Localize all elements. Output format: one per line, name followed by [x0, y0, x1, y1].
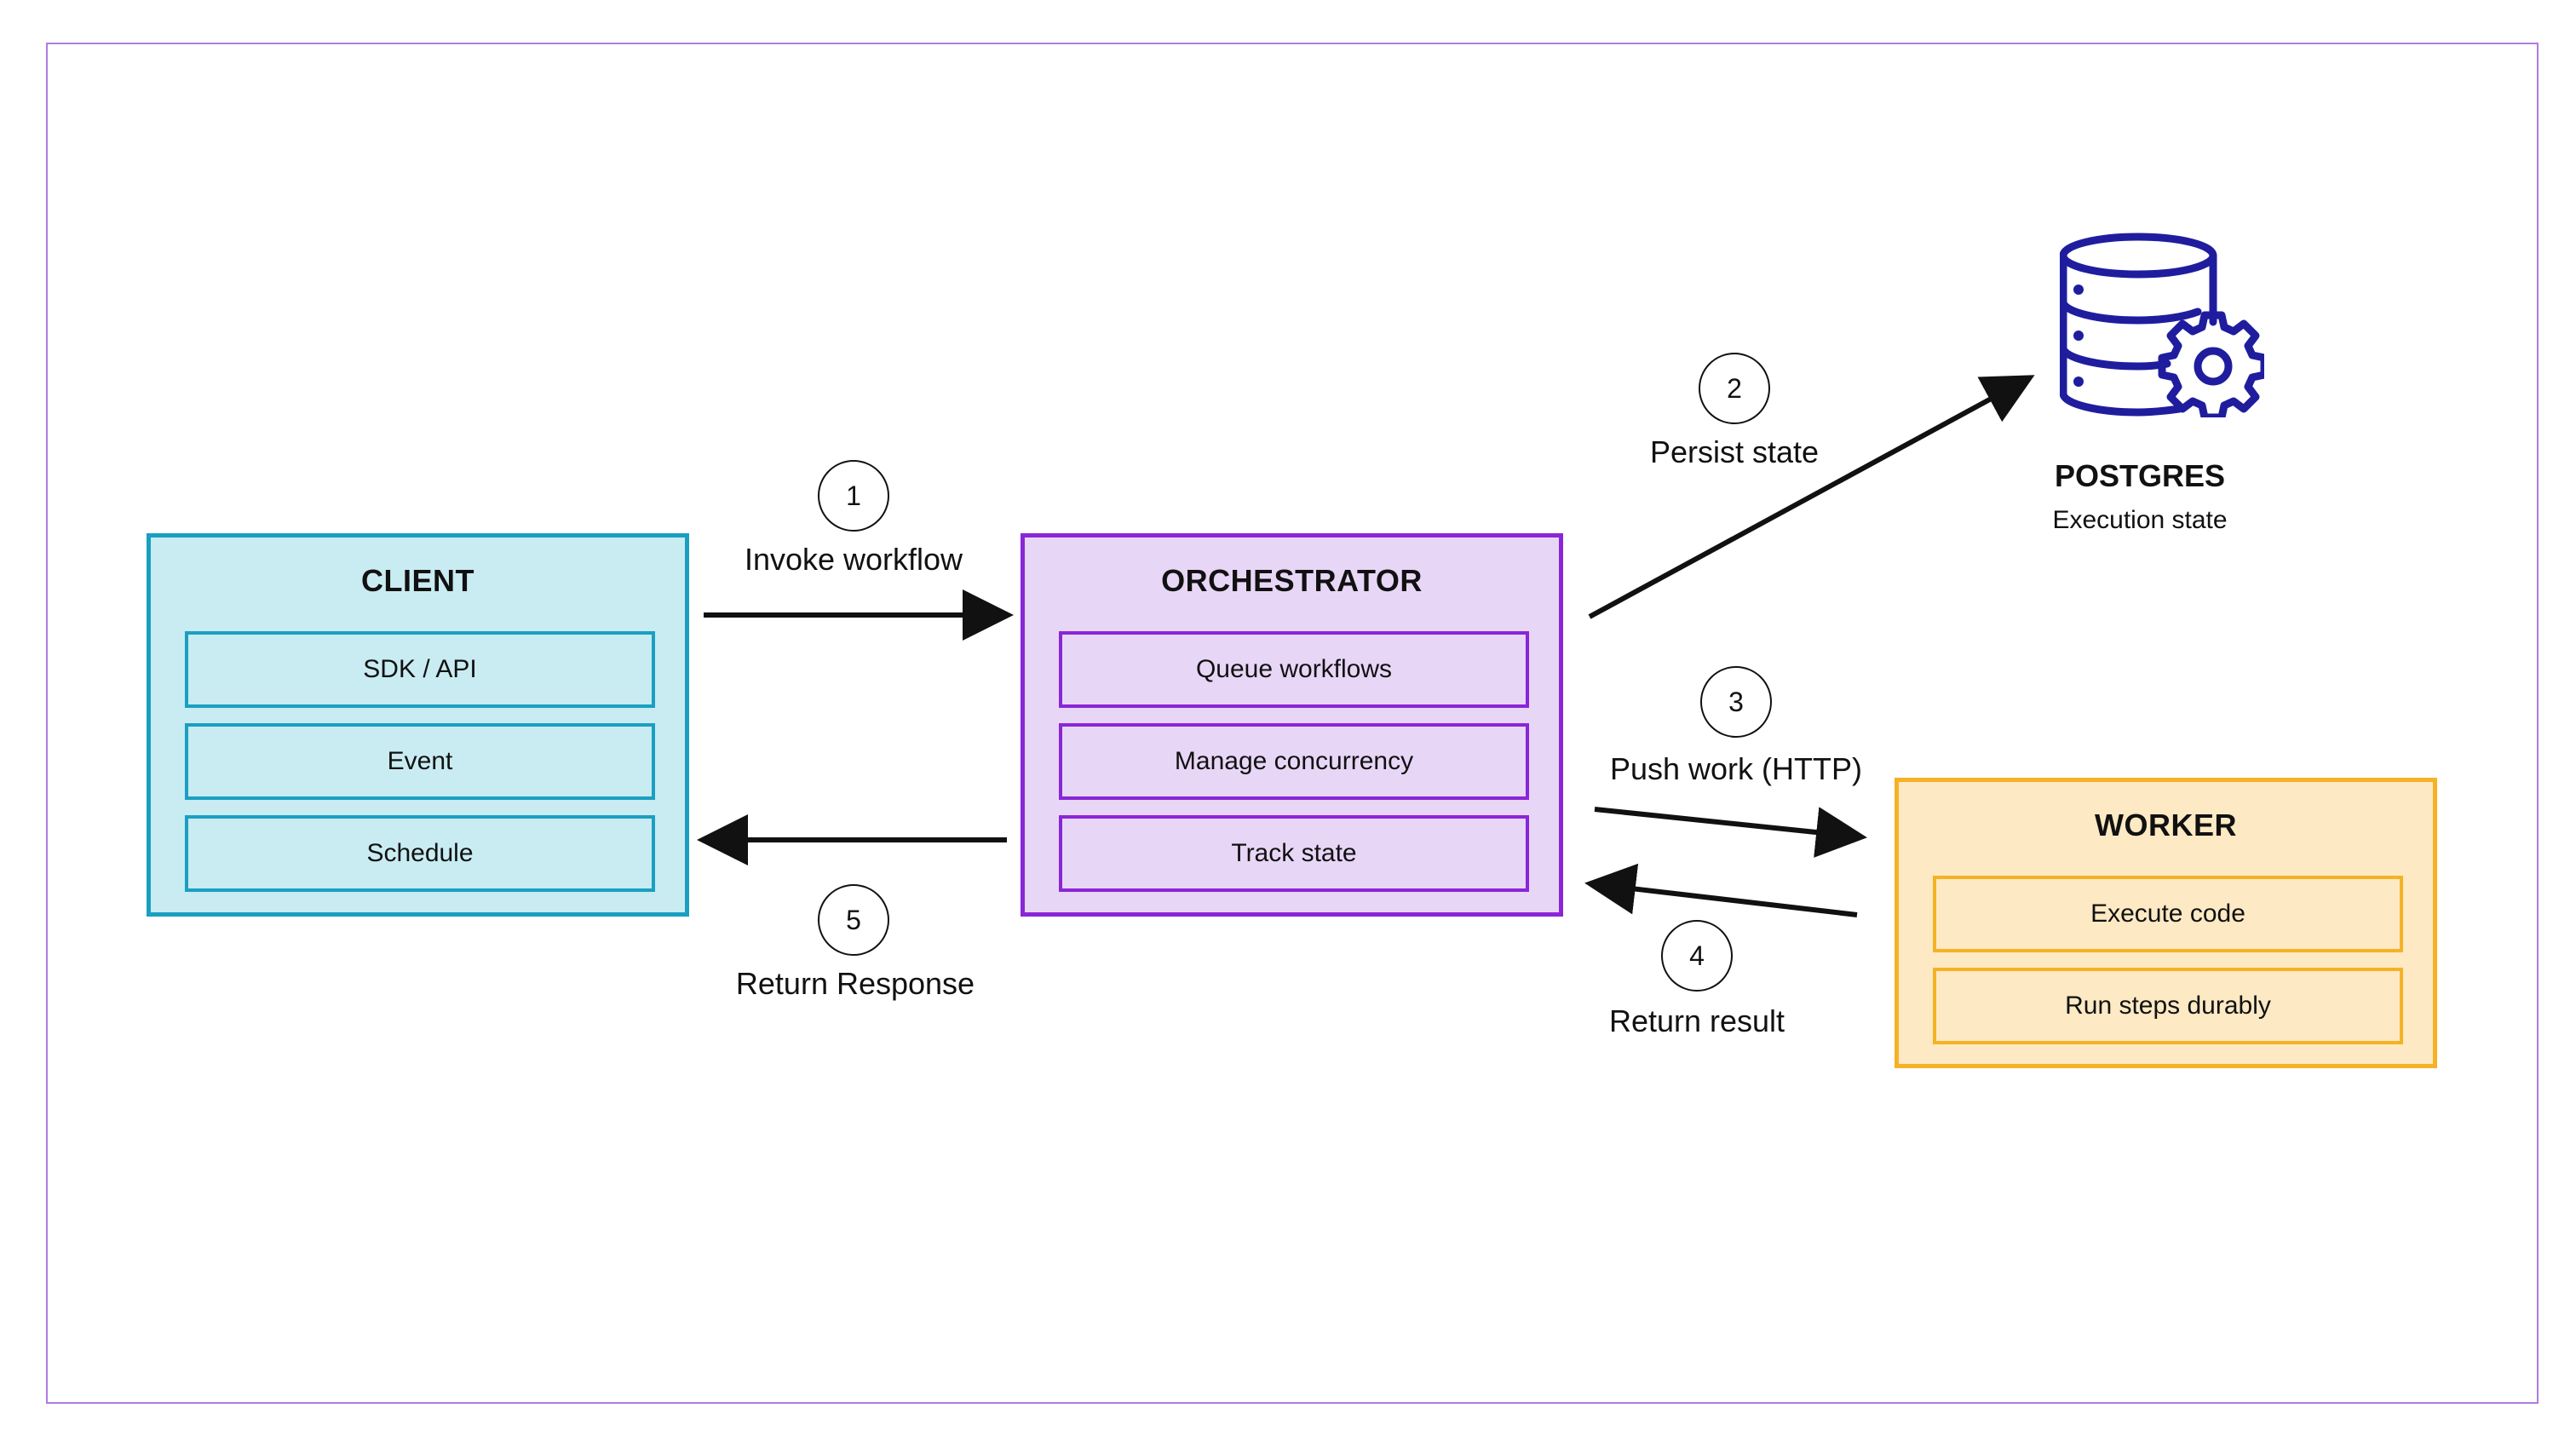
- arrow-push-work: [1594, 807, 1867, 858]
- database-gear-icon: [2060, 233, 2264, 417]
- worker-node: WORKER Execute code Run steps durably: [1895, 778, 2437, 1068]
- step-4-label: Return result: [1608, 1003, 1785, 1038]
- client-title: CLIENT: [361, 563, 474, 598]
- step-3-label: Push work (HTTP): [1609, 751, 1863, 786]
- arrow-return-result: [1584, 863, 1858, 917]
- arrow-persist-state: [1588, 375, 2035, 619]
- step-2-label: Persist state: [1649, 434, 1820, 469]
- orchestrator-item-track-state: Track state: [1059, 815, 1529, 892]
- worker-item-run-steps-durably: Run steps durably: [1933, 968, 2403, 1044]
- orchestrator-node: ORCHESTRATOR Queue workflows Manage conc…: [1021, 533, 1563, 917]
- step-5-label: Return Response: [735, 966, 975, 1001]
- step-5-circle: 5: [818, 884, 889, 956]
- step-1-circle: 1: [818, 460, 889, 532]
- step-1-label: Invoke workflow: [744, 542, 963, 577]
- worker-title: WORKER: [2095, 808, 2237, 842]
- client-item-event: Event: [185, 723, 655, 800]
- client-item-sdk-api: SDK / API: [185, 631, 655, 708]
- orchestrator-item-manage-concurrency: Manage concurrency: [1059, 723, 1529, 800]
- step-4-circle: 4: [1661, 920, 1733, 992]
- orchestrator-title: ORCHESTRATOR: [1161, 563, 1423, 598]
- postgres-subtitle: Execution state: [2052, 506, 2228, 534]
- client-node: CLIENT SDK / API Event Schedule: [147, 533, 689, 917]
- worker-item-execute-code: Execute code: [1933, 876, 2403, 952]
- diagram-frame: [46, 43, 2539, 1404]
- orchestrator-item-queue-workflows: Queue workflows: [1059, 631, 1529, 708]
- step-3-circle: 3: [1700, 666, 1772, 738]
- client-item-schedule: Schedule: [185, 815, 655, 892]
- step-2-circle: 2: [1699, 353, 1770, 424]
- postgres-title: POSTGRES: [2054, 458, 2226, 493]
